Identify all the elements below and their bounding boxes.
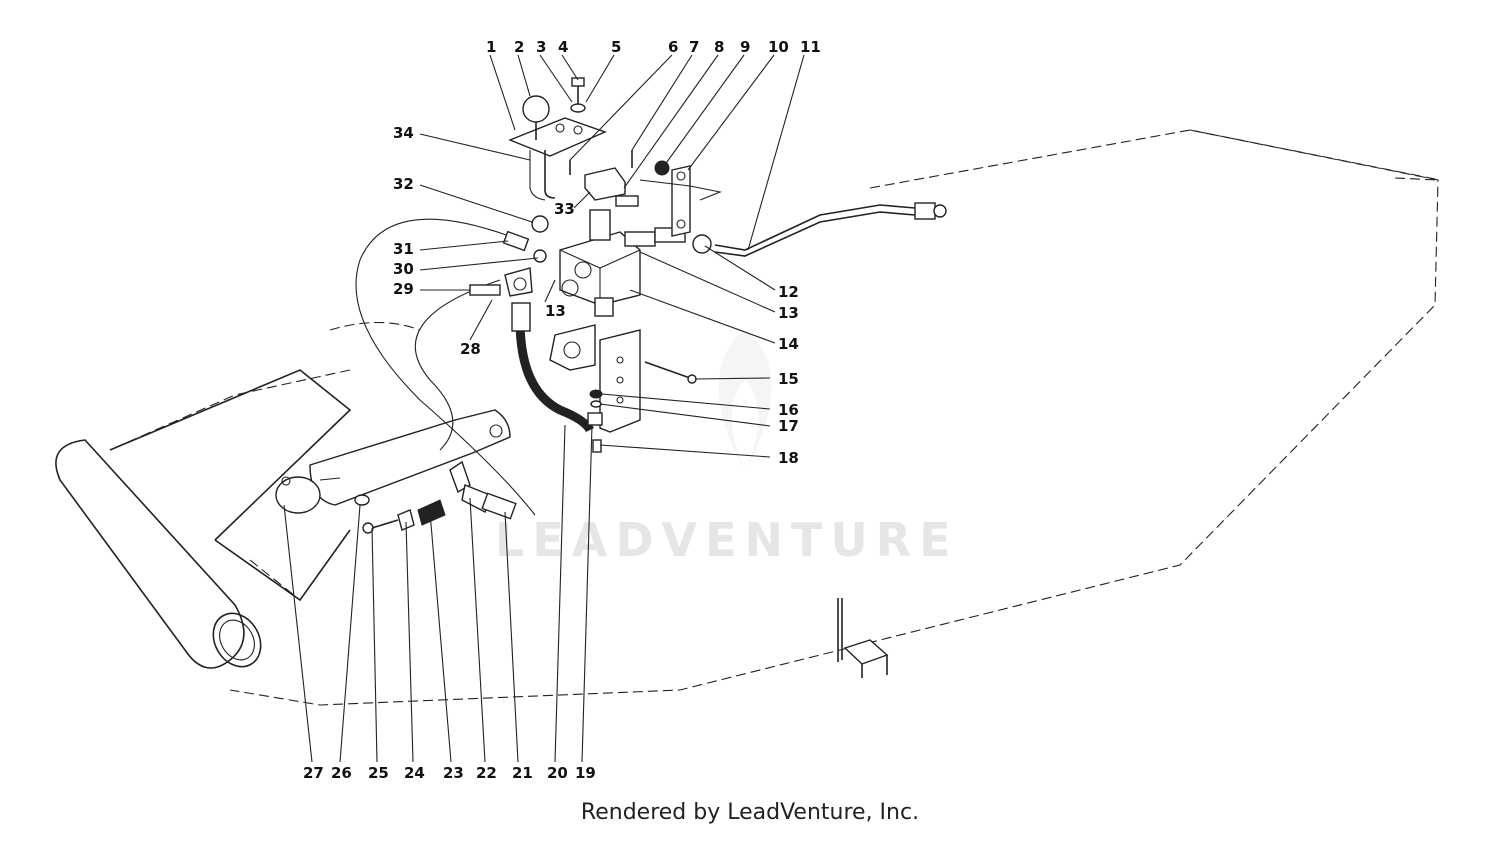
callout-16: 16 [778,401,799,419]
hydraulic-tube [714,202,947,257]
callout-14: 14 [778,335,799,353]
hydraulic-cylinder [275,409,511,514]
callout-30: 30 [393,260,414,278]
washers-and-bolt [587,389,603,453]
cylinder-fittings [354,460,517,534]
pins [569,150,633,175]
callout-9: 9 [740,38,750,56]
callout-21: 21 [512,764,533,782]
callout-24: 24 [404,764,425,782]
callout-13: 13 [778,304,799,322]
control-lever [508,95,607,201]
clevis [584,167,639,207]
callout-19: 19 [575,764,596,782]
callout-13: 13 [545,302,566,320]
callout-29: 29 [393,280,414,298]
callout-8: 8 [714,38,724,56]
callout-20: 20 [547,764,568,782]
roller-tube [55,369,352,669]
callout-6: 6 [668,38,678,56]
credit-line: Rendered by LeadVenture, Inc. [580,800,920,825]
callout-10: 10 [768,38,789,56]
link-plate [639,160,722,237]
valve-fittings-right [624,227,712,254]
watermark-text: LEADVENTURE [495,513,959,567]
callout-33: 33 [554,200,575,218]
callout-22: 22 [476,764,497,782]
callout-18: 18 [778,449,799,467]
callout-7: 7 [689,38,699,56]
callout-25: 25 [368,764,389,782]
callout-28: 28 [460,340,481,358]
callout-3: 3 [536,38,546,56]
callout-32: 32 [393,175,414,193]
deck-bracket [837,598,889,678]
callout-17: 17 [778,417,799,435]
hoses [355,218,595,516]
mower-deck [109,129,1441,706]
callout-27: 27 [303,764,324,782]
callout-12: 12 [778,283,799,301]
callout-1: 1 [486,38,496,56]
control-valve [559,209,641,317]
watermark-logo [718,330,772,470]
callout-11: 11 [800,38,821,56]
valve-fittings-left [469,215,549,297]
callout-34: 34 [393,124,414,142]
callout-2: 2 [514,38,524,56]
leader-lines [283,54,805,763]
callout-31: 31 [393,240,414,258]
bolt-15 [644,361,697,384]
callout-15: 15 [778,370,799,388]
callout-5: 5 [611,38,621,56]
callout-26: 26 [331,764,352,782]
bolt-and-washer [570,77,586,113]
callout-23: 23 [443,764,464,782]
callout-4: 4 [558,38,568,56]
